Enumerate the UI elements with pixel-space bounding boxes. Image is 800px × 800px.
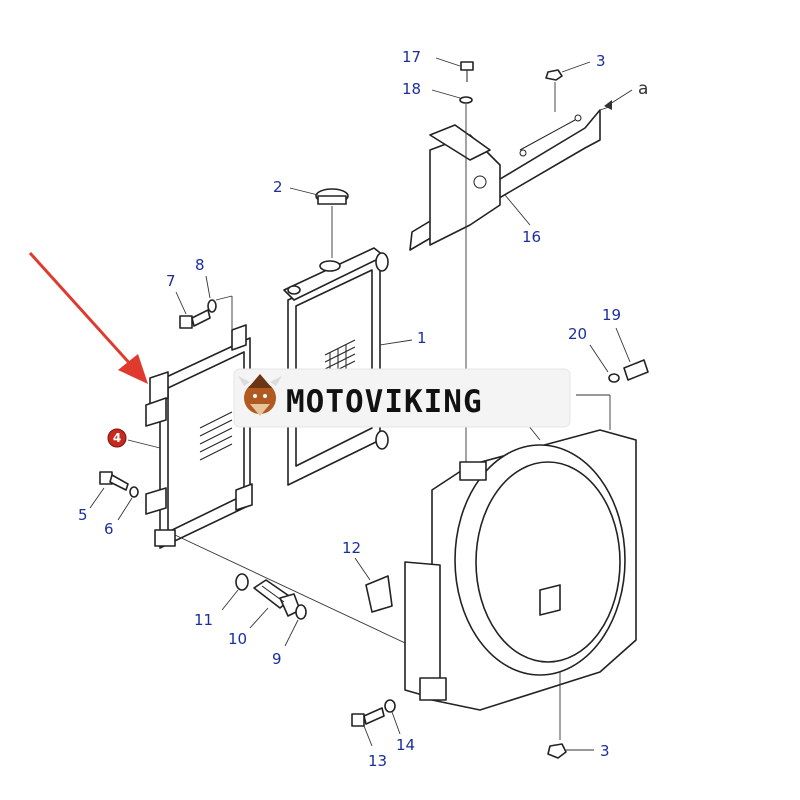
callout-11: 11 bbox=[194, 611, 213, 629]
washer-20 bbox=[589, 344, 620, 383]
callout-17: 17 bbox=[402, 48, 421, 66]
callout-12: 12 bbox=[342, 539, 361, 557]
radiator-cap bbox=[289, 187, 349, 258]
watermark: MOTOVIKING bbox=[233, 368, 571, 428]
bolt-7 bbox=[175, 291, 211, 329]
washer-8 bbox=[205, 275, 233, 330]
callout-1: 1 bbox=[417, 329, 427, 347]
bracket-12 bbox=[354, 557, 393, 613]
bolt-17 bbox=[435, 57, 474, 82]
mounting-bracket bbox=[409, 82, 613, 251]
nut-3-bottom bbox=[547, 743, 594, 759]
callout-9: 9 bbox=[272, 650, 282, 668]
callout-19: 19 bbox=[602, 306, 621, 324]
callout-16: 16 bbox=[522, 228, 541, 246]
bolt-13 bbox=[351, 707, 385, 747]
callout-3-top: 3 bbox=[596, 52, 606, 70]
callout-13: 13 bbox=[368, 752, 387, 770]
bolt-5 bbox=[89, 471, 129, 509]
callout-8: 8 bbox=[195, 256, 205, 274]
washer-14 bbox=[384, 699, 401, 735]
callout-5: 5 bbox=[78, 506, 88, 524]
highlight-arrow bbox=[28, 251, 148, 384]
callout-a: a bbox=[638, 79, 648, 99]
radiator bbox=[283, 247, 413, 486]
nut-3-top bbox=[545, 61, 591, 81]
reference-arrow-a bbox=[604, 89, 633, 110]
callout-labels: 17 18 3 a 2 16 7 8 1 19 20 5 6 12 11 10 … bbox=[78, 48, 648, 770]
callout-7: 7 bbox=[166, 272, 176, 290]
oil-cooler bbox=[127, 324, 421, 651]
oring-9 bbox=[284, 604, 307, 647]
callout-14: 14 bbox=[396, 736, 415, 754]
callout-2: 2 bbox=[273, 178, 283, 196]
callout-3-bottom: 3 bbox=[600, 742, 610, 760]
fan-shroud bbox=[404, 394, 637, 740]
sensor-10 bbox=[249, 579, 301, 629]
oring-11 bbox=[221, 573, 249, 611]
washer-6 bbox=[117, 486, 139, 521]
callout-18: 18 bbox=[402, 80, 421, 98]
highlight-badge-4: 4 bbox=[107, 428, 127, 448]
viking-logo-icon bbox=[238, 374, 282, 416]
callout-6: 6 bbox=[104, 520, 114, 538]
badge-4-label: 4 bbox=[113, 431, 121, 445]
callout-20: 20 bbox=[568, 325, 587, 343]
bolt-19 bbox=[615, 327, 649, 381]
watermark-text: MOTOVIKING bbox=[286, 384, 483, 420]
callout-10: 10 bbox=[228, 630, 247, 648]
